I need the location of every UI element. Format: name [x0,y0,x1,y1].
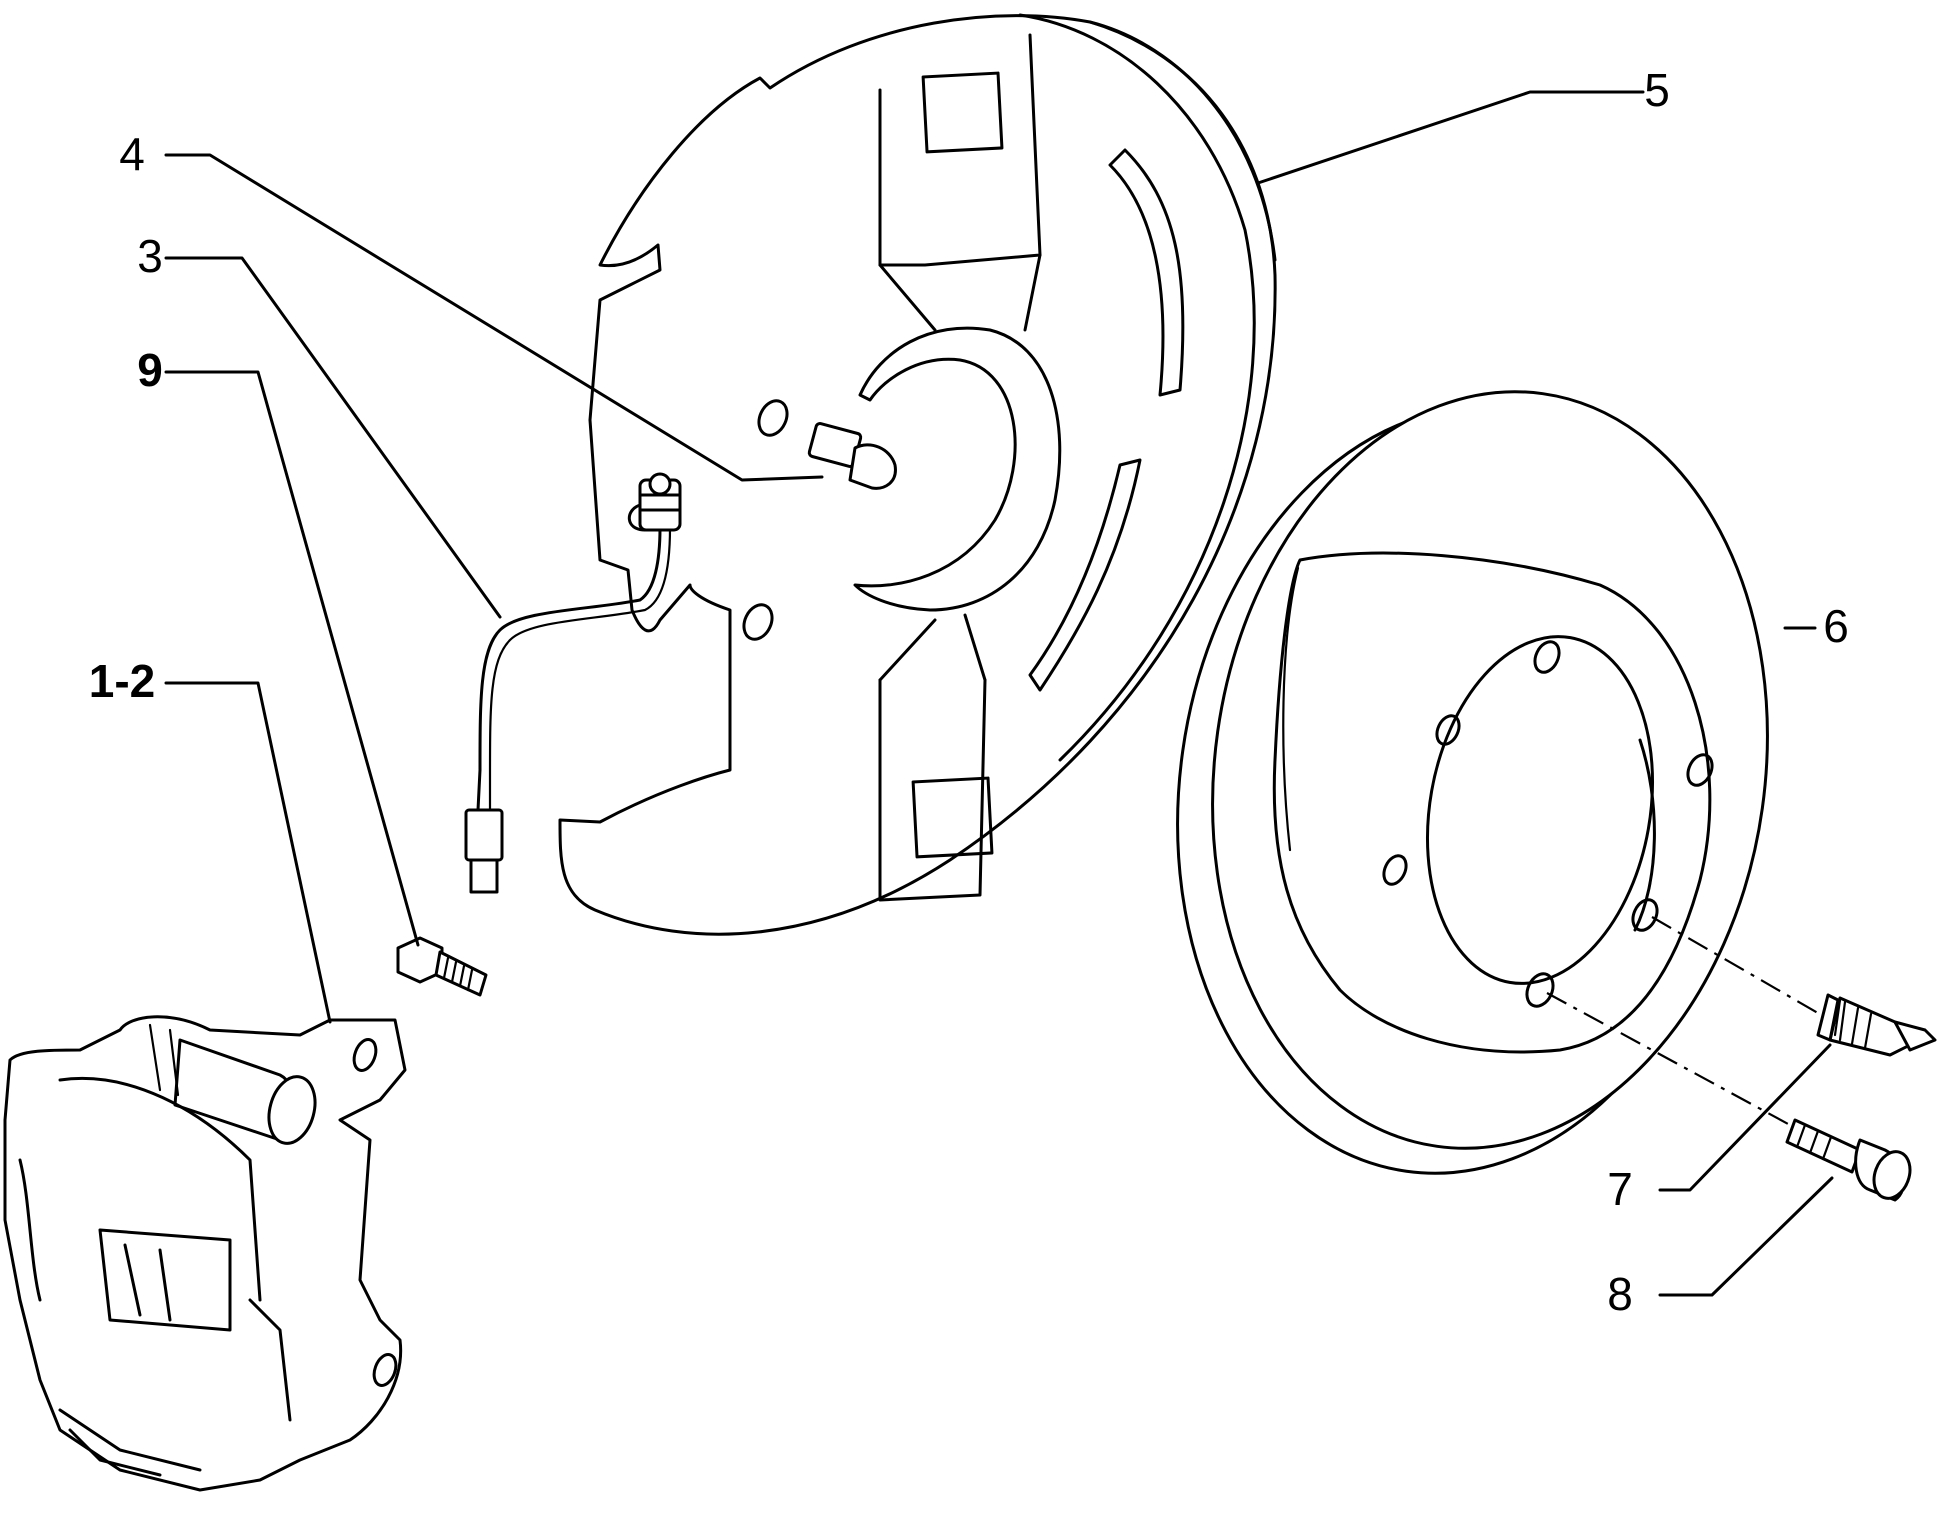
part-4-bolt [807,422,897,490]
callout-4: 4 [119,128,145,180]
callout-6: 6 [1823,600,1849,652]
callout-8: 8 [1607,1268,1633,1320]
part-5-dust-shield [558,13,1277,936]
part-8-bolt [1785,1118,1912,1202]
part-3-wear-sensor-cable [464,472,682,894]
leader-lines [164,90,1834,1297]
part-6-brake-disc [1176,390,1769,1175]
callout-9: 9 [137,344,163,396]
part-1-2-caliper [3,1015,407,1492]
alignment-lines [1546,916,1831,1126]
callout-5: 5 [1644,64,1670,116]
callout-3: 3 [137,230,163,282]
part-9-bolt [396,936,488,997]
part-7-stud [1816,993,1937,1057]
callout-labels: 4 3 9 1-2 5 6 7 8 [89,64,1849,1320]
callout-1-2: 1-2 [89,655,155,707]
callout-7: 7 [1607,1163,1633,1215]
